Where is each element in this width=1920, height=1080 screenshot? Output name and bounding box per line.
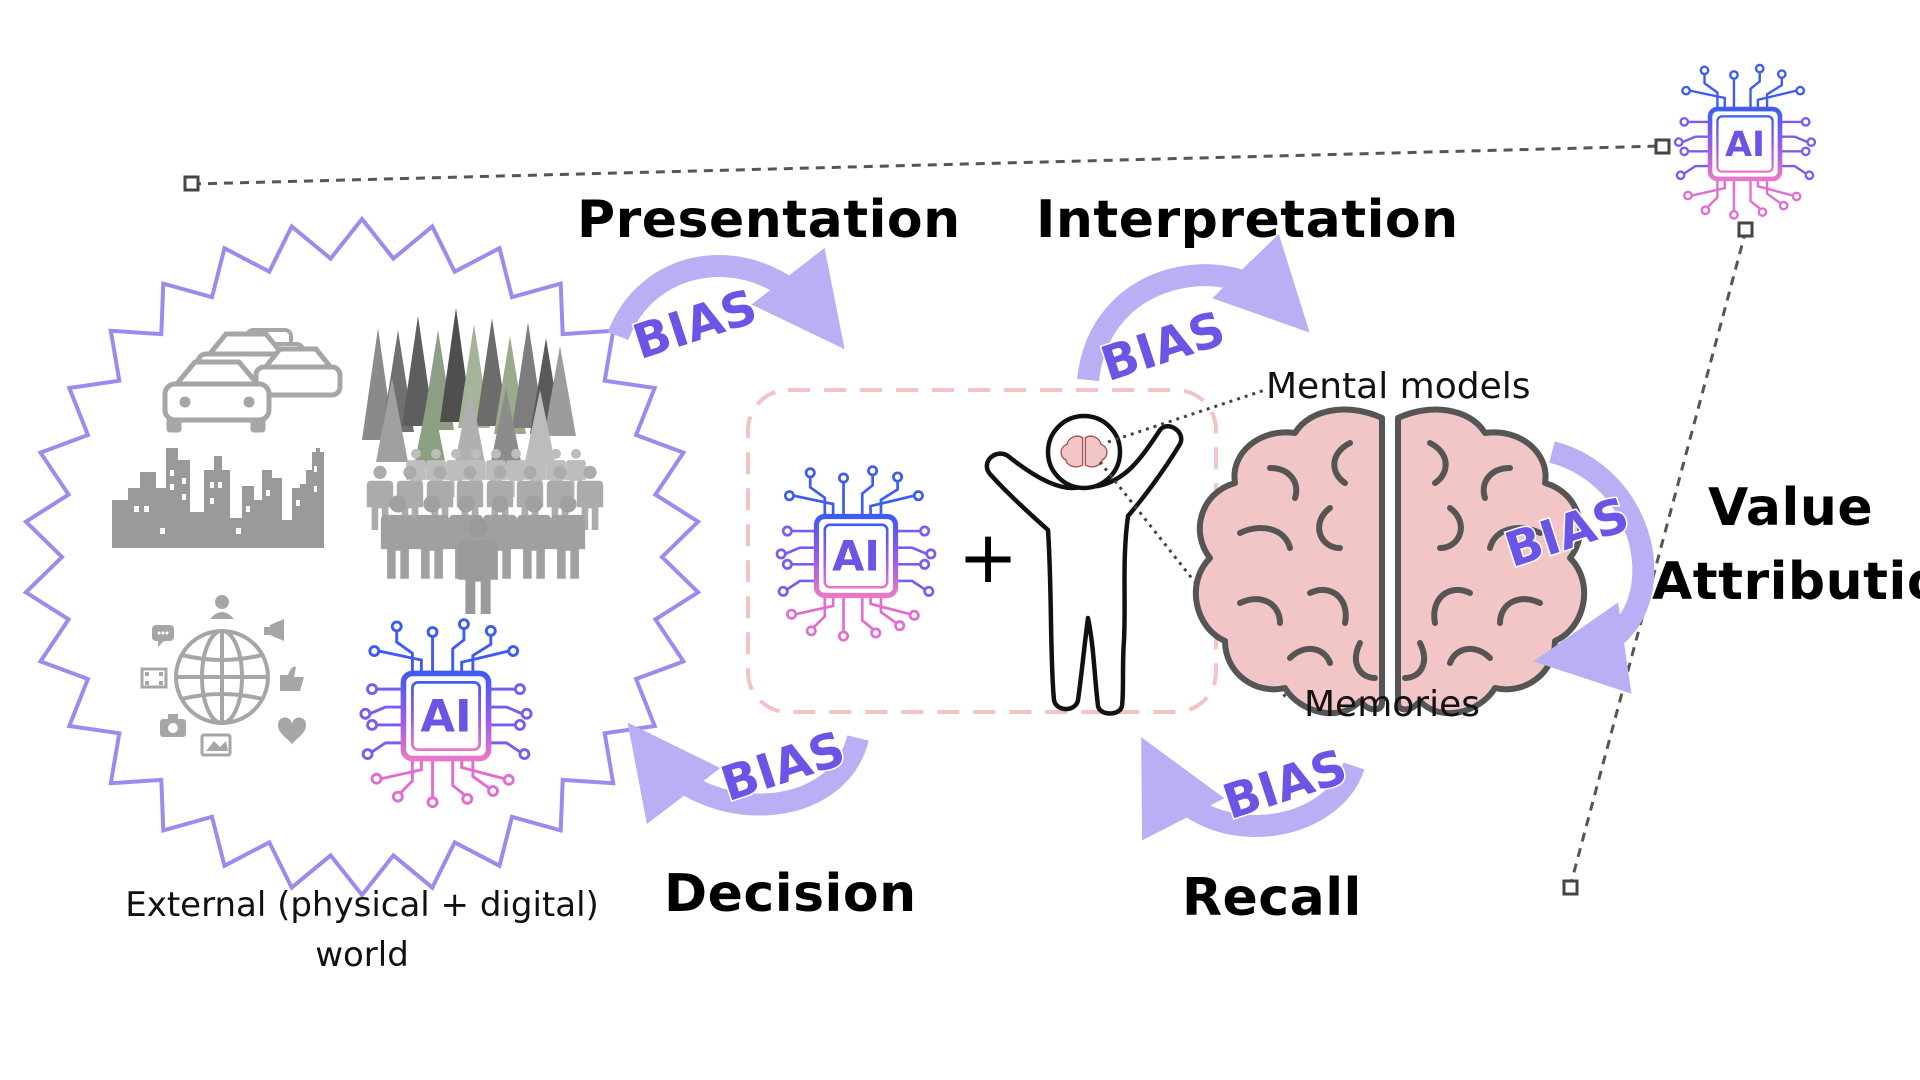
person-figure: [458, 517, 498, 614]
stage-label-decision: Decision: [664, 864, 917, 924]
ai-chip-label: AI: [832, 532, 880, 581]
tree-shape: [544, 346, 576, 436]
city-skyline-icon: [112, 448, 324, 548]
value-attribution-lines: [191, 144, 1748, 888]
brain-icon: [1060, 435, 1108, 468]
bias-arrows: [607, 234, 1655, 841]
presentation-arrow: [607, 247, 845, 350]
ai-chip-label: AI: [1725, 125, 1765, 165]
person-figure: [414, 495, 450, 579]
person-figure: [550, 495, 586, 579]
tree-shape: [376, 378, 408, 462]
person-icon: [984, 413, 1184, 716]
person-figure: [516, 495, 552, 579]
recall-arrow: [1141, 737, 1365, 841]
leader-lines: [1098, 388, 1290, 701]
tree-shape: [402, 316, 434, 426]
decision-arrow: [627, 722, 869, 825]
external-world-line1: External (physical + digital): [125, 885, 599, 925]
ai-chip-label: AI: [420, 690, 471, 743]
value-attribution-arrow: [1533, 441, 1655, 694]
forest-icon: [362, 308, 576, 468]
stage-label-presentation: Presentation: [577, 190, 961, 250]
stage-label-attribution: Attribution: [1652, 552, 1920, 612]
stage-label-value: Value: [1708, 478, 1874, 538]
external-world-caption: External (physical + digital) world: [122, 880, 602, 980]
line-end-handles: [183, 138, 1754, 896]
human-ai-team-box: [746, 388, 1218, 714]
ai-chip-icon: AI: [1675, 65, 1815, 219]
tree-shape: [524, 390, 556, 466]
plus-sign: +: [958, 515, 1018, 599]
brain-icon: [1192, 406, 1588, 717]
mental-models-label: Mental models: [1266, 366, 1531, 407]
stage-label-interpretation: Interpretation: [1036, 190, 1459, 250]
cars-icon: [162, 328, 343, 433]
memories-label: Memories: [1304, 684, 1481, 725]
tree-shape: [490, 388, 522, 466]
interpretation-arrow: [1077, 234, 1310, 382]
external-world-burst: [22, 215, 702, 899]
crowd-icon: [366, 448, 604, 614]
external-world-line2: world: [315, 935, 409, 975]
tree-shape: [454, 386, 486, 468]
tree-shape: [414, 386, 446, 466]
ai-chip-icon: AI: [361, 620, 531, 807]
ai-chip-icon: AI: [777, 467, 935, 641]
person-figure: [380, 495, 416, 579]
stage-label-recall: Recall: [1182, 868, 1362, 928]
social-media-globe-icon: [140, 595, 306, 757]
